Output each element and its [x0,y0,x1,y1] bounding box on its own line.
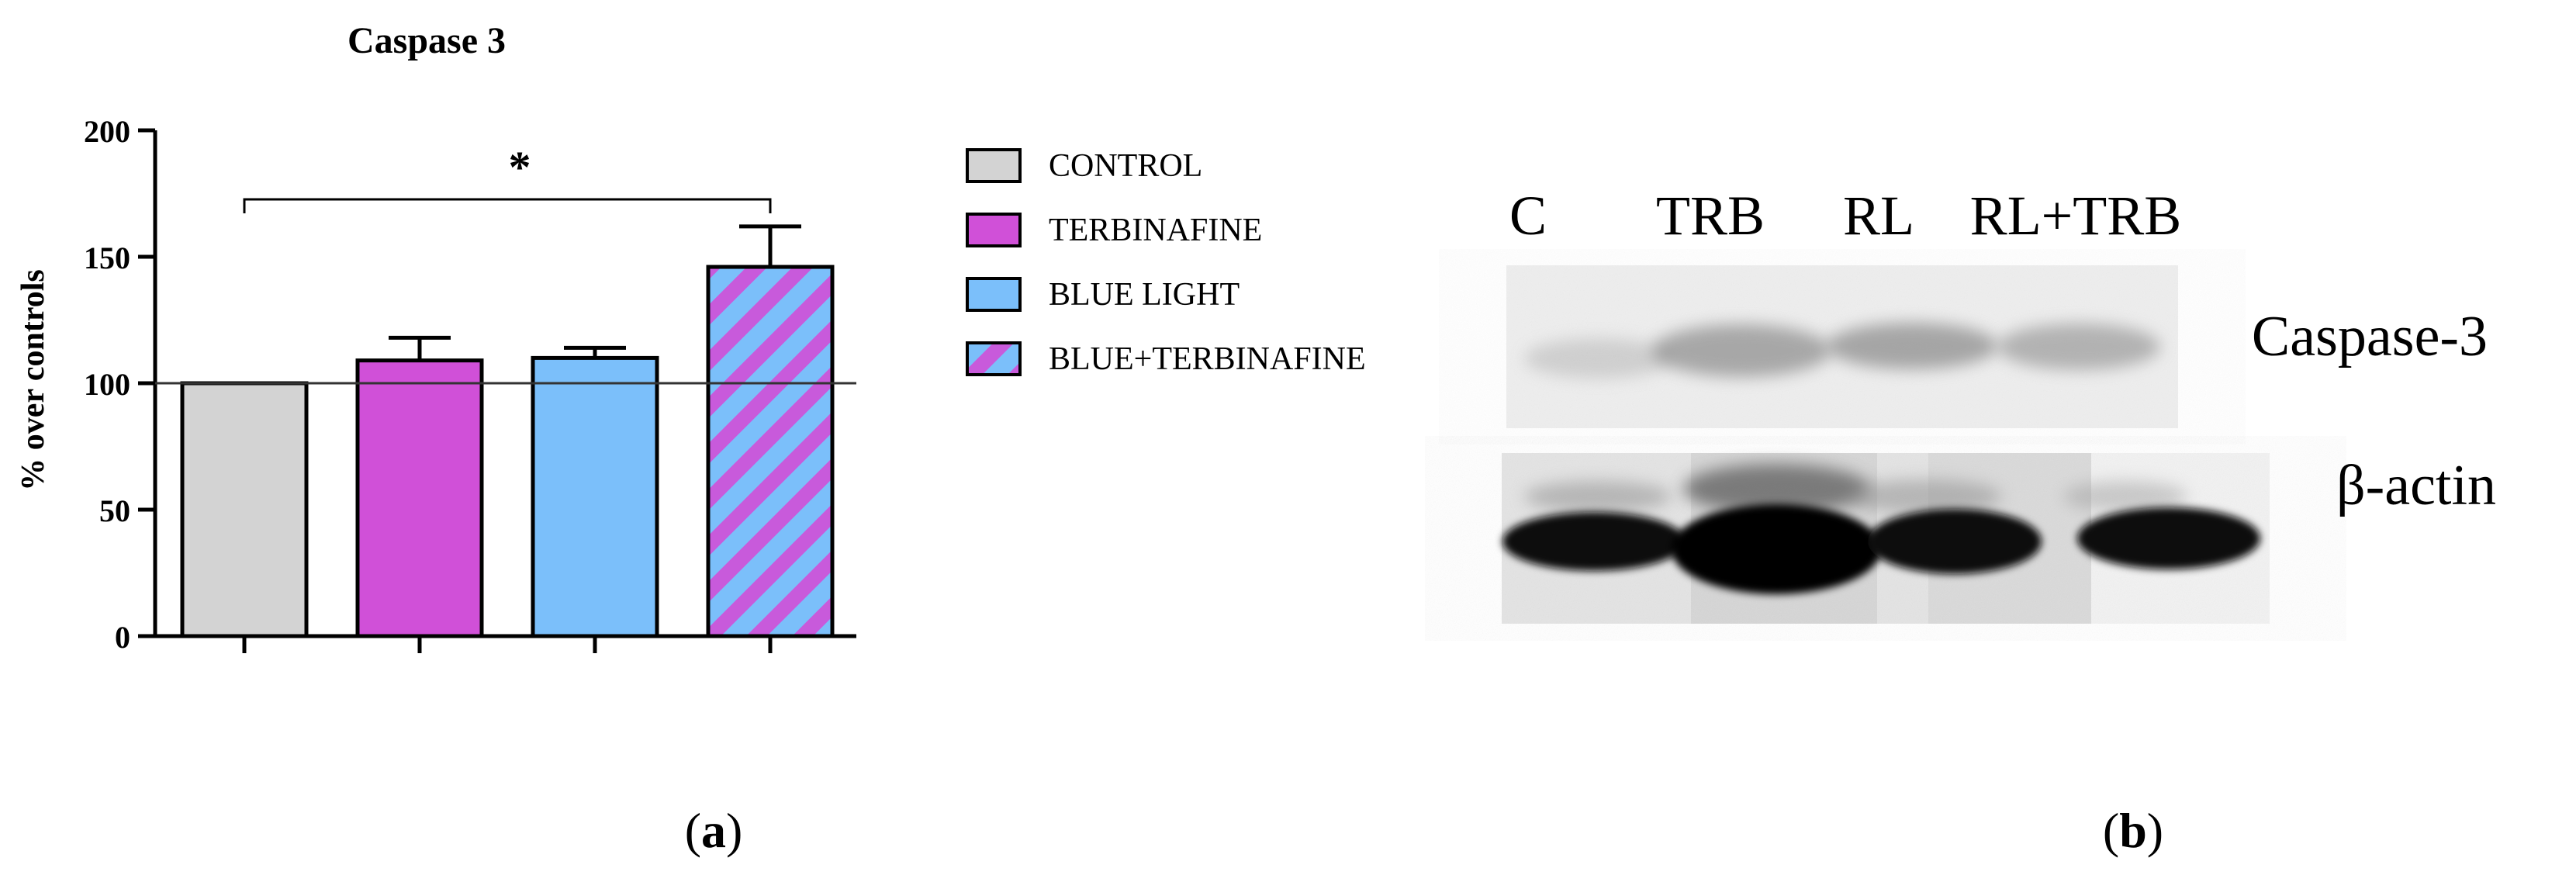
panel-letter-b: b [2119,803,2147,858]
bracket-line [243,198,772,213]
legend-label: BLUE LIGHT [1049,277,1240,313]
legend-swatch [966,277,1022,312]
y-axis-ticks: 0 50 100 150 200 [84,114,155,655]
legend-label: BLUE+TERBINAFINE [1049,341,1366,377]
legend-swatch [966,213,1022,247]
panel-label-b: (b) [2103,803,2163,858]
lane-label-c: C [1509,185,1547,247]
bar-blue-terbinafine [706,265,835,638]
band-actin-rl [1868,509,2042,574]
lane-label-rl: RL [1843,185,1914,247]
row-label-actin: β-actin [2336,454,2496,517]
band-actin-trb [1672,504,1881,594]
lane-label-rl-trb: RL+TRB [1970,185,2182,247]
y-tick-label: 50 [99,493,130,528]
legend-swatch [966,341,1022,376]
bars [180,265,835,638]
row-label-caspase: Caspase-3 [2252,305,2488,368]
y-tick-label: 100 [84,367,130,402]
y-tick-label: 0 [115,620,130,655]
x-axis-ticks [242,636,773,653]
band-caspase-rl [1827,323,1997,369]
band-actin-rl-trb [2077,507,2260,569]
legend-swatch [966,148,1022,183]
bar-terbinafine [355,358,484,638]
bar-blue-light [531,355,659,638]
band-actin-c [1502,512,1686,571]
band-caspase-rl-trb [1997,323,2160,370]
chart-title: Caspase 3 [348,20,506,61]
band-caspase-c [1524,338,1672,379]
blot-strip-actin [1502,453,2270,624]
band-caspase-trb [1652,324,1831,377]
legend: CONTROL TERBINAFINE BLUE LIGHT BLUE+TERBINA… [966,148,1366,377]
significance-bracket: * [243,142,772,213]
blot-strip-caspase [1506,265,2178,428]
bar-chart: Caspase 3 % over controls 0 50 100 150 200 *… [16,20,1366,858]
panel-letter-a: a [701,803,726,858]
legend-label: TERBINAFINE [1049,213,1262,248]
y-axis-label: % over controls [16,269,51,490]
western-blot: C TRB RL RL+TRB Ca [1502,185,2496,858]
lane-label-trb: TRB [1656,185,1765,247]
y-tick-label: 150 [84,240,130,275]
error-bars [389,224,801,361]
legend-label: CONTROL [1049,148,1202,184]
bar-control [180,381,309,638]
significance-star: * [509,142,531,192]
y-tick-label: 200 [84,114,130,149]
panel-label-a: (a) [685,803,743,858]
